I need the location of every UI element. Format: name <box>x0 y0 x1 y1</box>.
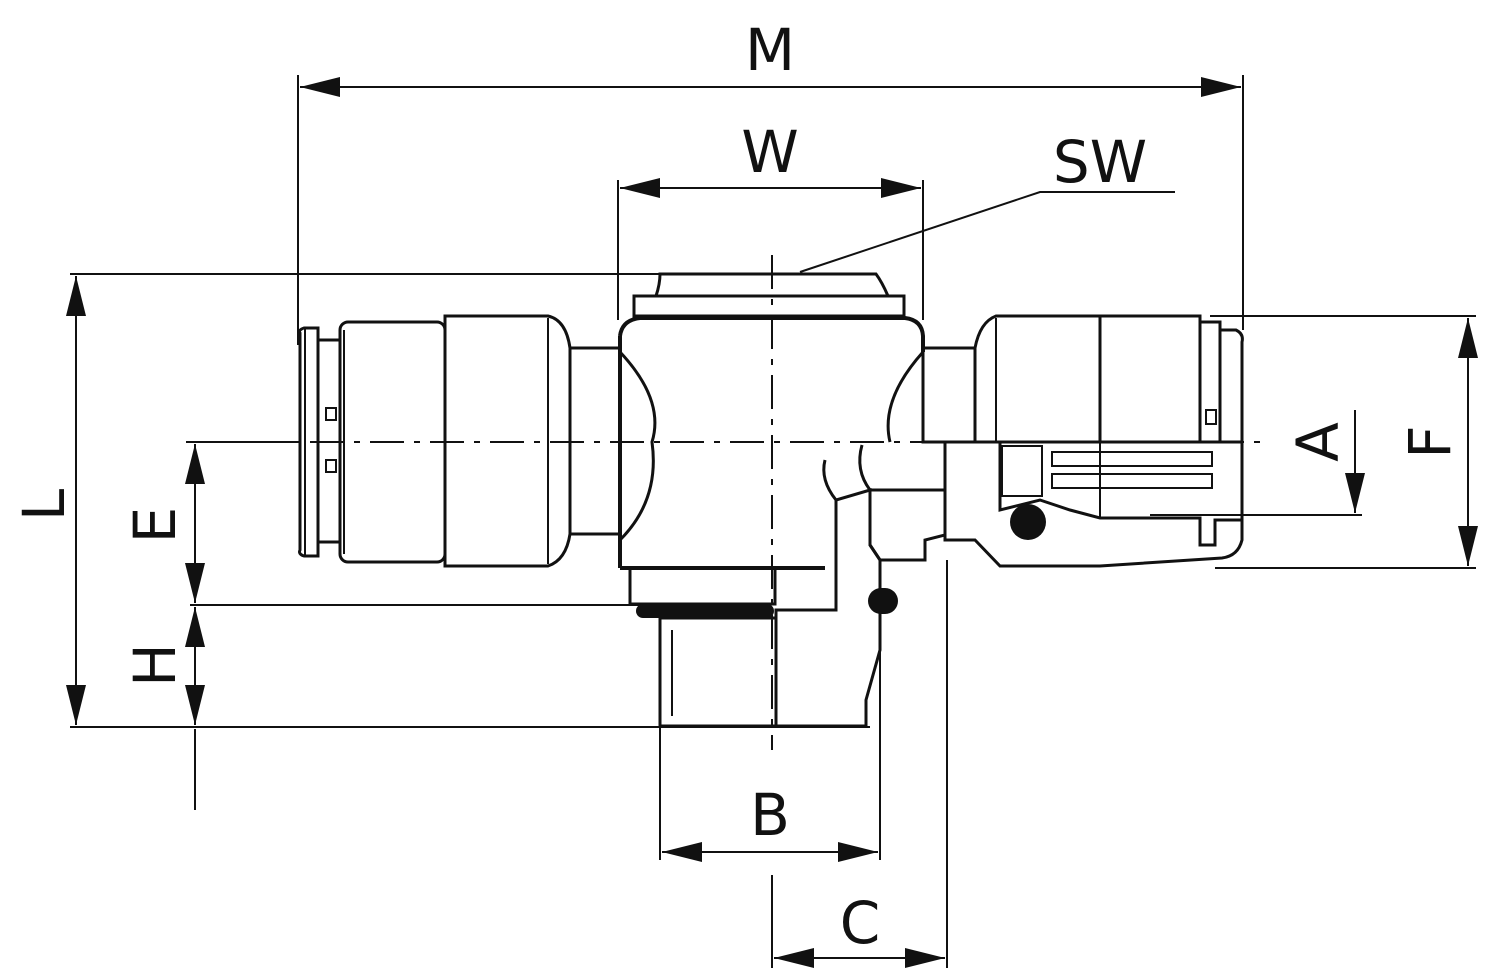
dimension-l: L <box>10 273 870 728</box>
dimension-f: F <box>1210 315 1478 569</box>
center-lines <box>190 255 1260 750</box>
label-f: F <box>1396 425 1464 458</box>
central-body <box>618 272 947 728</box>
label-w: W <box>741 118 798 186</box>
label-sw: SW <box>1053 128 1147 196</box>
dimension-b: B <box>659 630 881 862</box>
label-c: C <box>840 889 881 957</box>
label-m: M <box>745 16 795 84</box>
label-a: A <box>1284 422 1352 462</box>
dimension-a: A <box>1150 410 1365 516</box>
left-connector <box>298 314 622 568</box>
label-l: L <box>10 489 78 521</box>
label-e: E <box>121 507 189 544</box>
label-b: B <box>750 781 790 849</box>
dimension-sw: SW <box>799 128 1175 273</box>
dimension-w: W <box>617 118 924 320</box>
dimension-e: E <box>121 441 660 606</box>
right-connector <box>921 314 1244 568</box>
dimension-m: M <box>297 16 1244 345</box>
dimension-h: H <box>121 607 205 810</box>
label-h: H <box>121 643 189 687</box>
dimension-c: C <box>771 560 948 968</box>
